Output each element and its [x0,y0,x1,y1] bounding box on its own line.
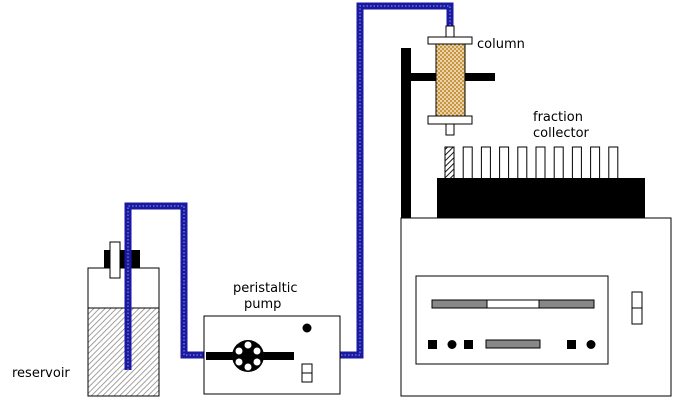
fraction-tube [608,146,619,180]
column-bottom-cap [427,115,473,125]
peristaltic-pump [203,315,341,395]
column-outlet [445,123,455,136]
fraction-collector-label-line1: fraction [533,110,583,125]
panel-slider-track[interactable] [431,299,595,309]
column-top-inlet [445,25,455,39]
panel-button-square-1[interactable] [428,340,437,349]
fraction-tubes [444,146,619,180]
stand-pole [401,48,411,218]
pump-label-line1: peristaltic [233,281,298,296]
fraction-tube [590,146,601,180]
panel-button-square-2[interactable] [464,340,473,349]
collector-rack [437,178,645,218]
fraction-collector [400,146,672,397]
collector-switch-icon[interactable] [631,291,643,325]
fraction-tube [571,146,582,180]
pump-label-line2: pump [244,297,282,312]
pump-indicator-dot-icon [302,323,312,333]
reservoir [87,241,160,397]
reservoir-cap-fitting [109,241,121,279]
fraction-tube [499,146,510,180]
column [427,25,473,136]
reservoir-label: reservoir [12,366,70,381]
reservoir-liquid [88,308,159,396]
panel-button-round-1[interactable] [447,340,457,349]
fraction-tube-filling [444,146,455,180]
reservoir-cap [104,250,140,268]
pump-switch-icon[interactable] [301,363,313,383]
panel-display-bar [485,339,541,349]
pump-rotor-icon [232,340,264,372]
panel-button-square-3[interactable] [567,340,576,349]
fraction-tube [480,146,491,180]
column-label: column [477,37,525,52]
control-panel [415,275,609,365]
fraction-tube [535,146,546,180]
fraction-tube [462,146,473,180]
fraction-tube [517,146,528,180]
panel-button-round-2[interactable] [586,340,596,349]
fraction-tube [553,146,564,180]
column-top-cap [427,36,473,45]
column-packing [435,43,466,117]
fraction-collector-label-line2: collector [533,126,589,141]
